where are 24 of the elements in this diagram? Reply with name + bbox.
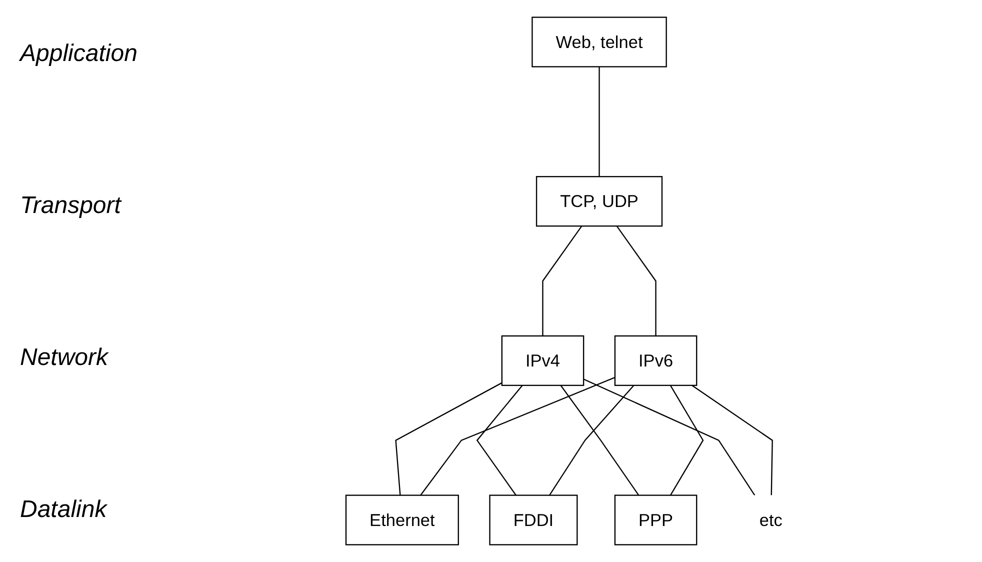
network-stack-diagram: Web, telnet TCP, UDP IPv4 IPv6 Ethernet FDDI PPP etc bbox=[190, 11, 962, 551]
connector bbox=[560, 385, 640, 496]
node-box bbox=[536, 176, 663, 227]
layer-label: Application bbox=[20, 40, 138, 68]
connector bbox=[395, 382, 502, 496]
node-box bbox=[489, 494, 578, 546]
layer-label: Network bbox=[20, 344, 110, 372]
node-box bbox=[345, 494, 459, 546]
connector bbox=[476, 385, 523, 496]
connector bbox=[548, 385, 634, 496]
node-box bbox=[614, 494, 698, 546]
connector bbox=[616, 226, 656, 336]
connector bbox=[583, 378, 756, 496]
connector bbox=[692, 384, 773, 496]
layer-label: Transport bbox=[20, 192, 123, 220]
node-box bbox=[532, 16, 667, 68]
connector bbox=[420, 376, 616, 496]
node-box bbox=[501, 335, 584, 386]
node-box bbox=[614, 335, 698, 386]
connector bbox=[542, 226, 582, 336]
connector bbox=[598, 66, 600, 177]
connector bbox=[670, 385, 704, 496]
node-text: etc bbox=[759, 510, 782, 530]
layer-label: Datalink bbox=[20, 496, 108, 524]
